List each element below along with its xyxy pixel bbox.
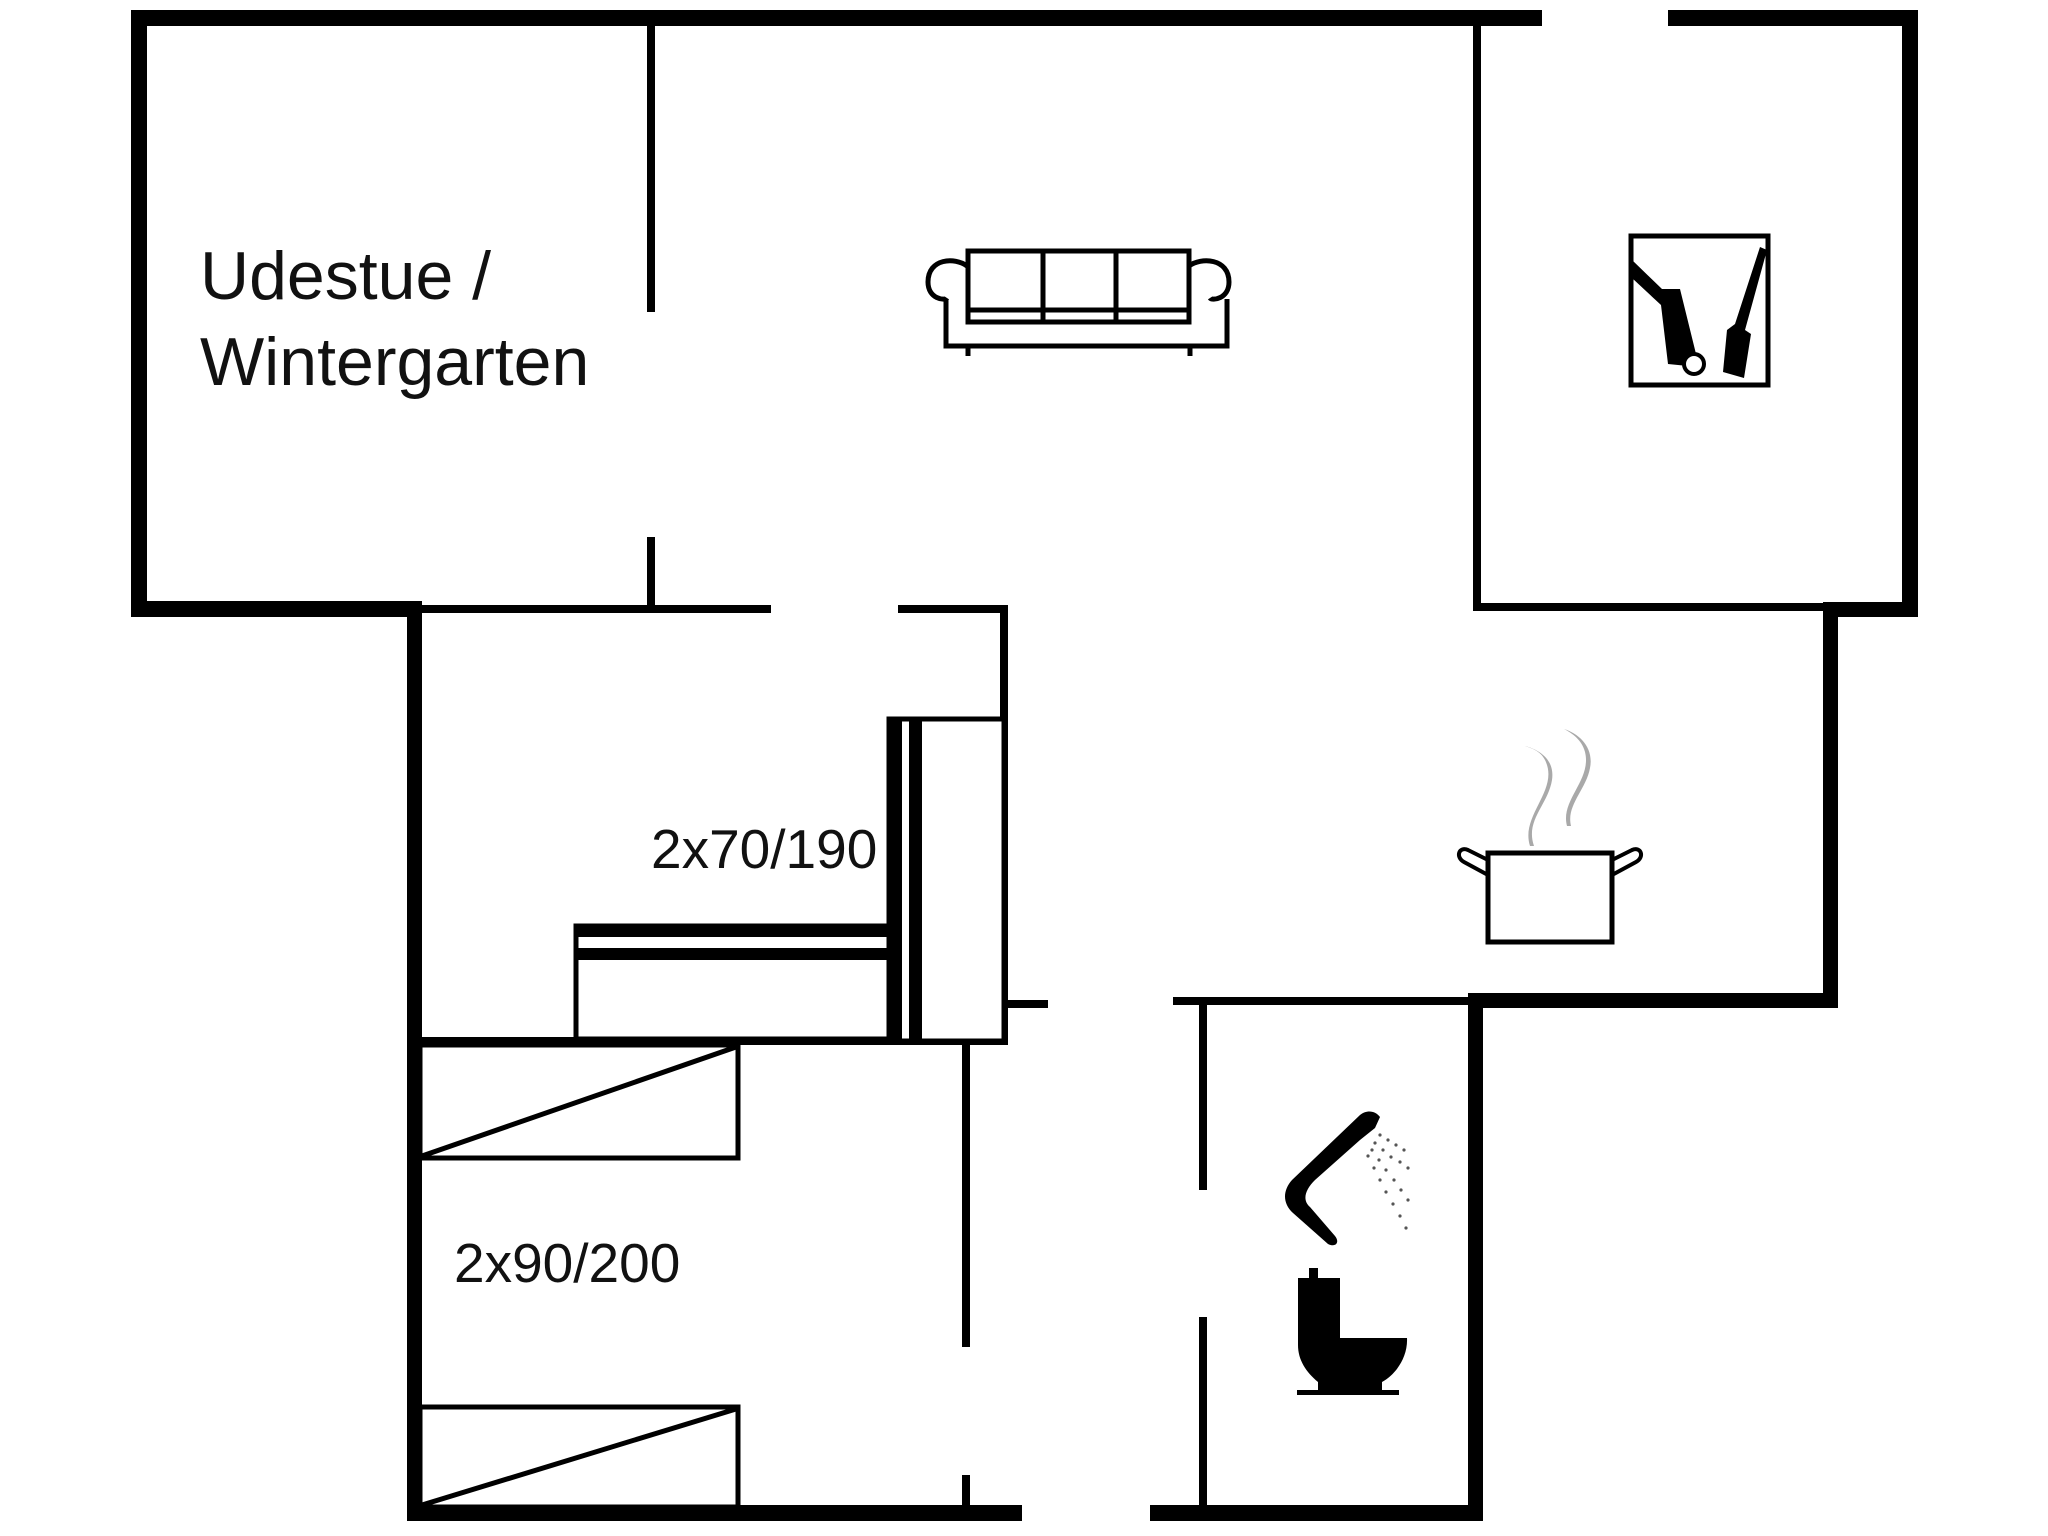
bed-2x70-190 xyxy=(573,716,1007,1044)
top-wall-right xyxy=(1668,10,1918,26)
bed-horizontal-headboard-1 xyxy=(574,925,889,937)
bed-top xyxy=(417,1042,741,1161)
bed-horizontal-headboard-2 xyxy=(574,948,889,960)
bed-2x90-200 xyxy=(417,1042,741,1510)
shower-icon xyxy=(1285,1111,1410,1246)
utility-bottom-wall-thick xyxy=(1823,602,1918,617)
right-outer-wall xyxy=(1902,10,1918,617)
top-wall-left xyxy=(131,10,1542,26)
cooking-pot-icon xyxy=(1456,729,1644,945)
kitchen-right-wall xyxy=(1823,602,1838,1008)
broom-dustpan-icon xyxy=(1628,233,1771,388)
bed-size-label-bedroom-1: 2x70/190 xyxy=(651,818,878,880)
sunroom-label-line1: Udestue / xyxy=(200,238,492,314)
bottom-wall-right xyxy=(1150,1505,1483,1521)
bed-vertical-headboard-2 xyxy=(909,719,922,1041)
sunroom-bottom-wall xyxy=(131,601,422,617)
sofa-icon xyxy=(925,248,1232,356)
bathroom-right-wall xyxy=(1468,993,1483,1521)
bed-top-diagonal xyxy=(421,1044,737,1159)
toilet-icon xyxy=(1297,1268,1408,1395)
exterior-walls xyxy=(131,10,1918,1521)
sunroom-label-line2: Wintergarten xyxy=(200,324,590,400)
sunroom-left-wall xyxy=(131,10,147,617)
bed-vertical xyxy=(886,716,1007,1044)
bed-bottom-diagonal xyxy=(421,1406,737,1508)
kitchen-bottom-wall xyxy=(1468,993,1838,1008)
bed-bottom xyxy=(417,1404,741,1510)
bedroom-left-wall xyxy=(407,601,422,1521)
bed-size-label-bedroom-2: 2x90/200 xyxy=(454,1232,681,1294)
bed-horizontal xyxy=(573,923,892,1042)
